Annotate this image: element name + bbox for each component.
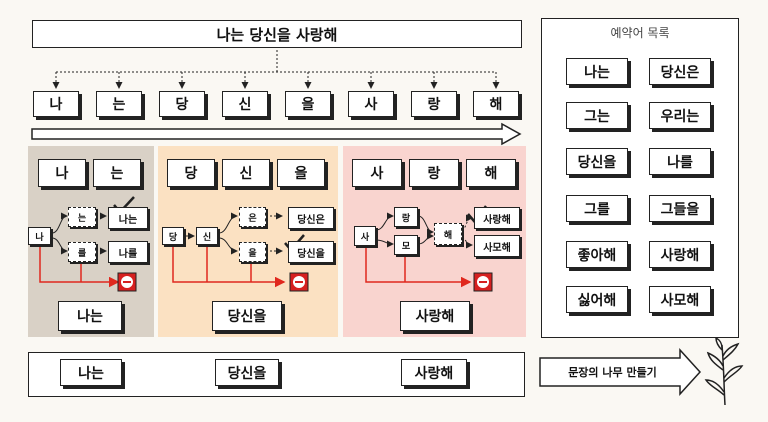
tree-leaf: 나를 <box>108 241 148 263</box>
tree-node: 신 <box>196 227 218 245</box>
tree-node: 랑 <box>394 207 418 227</box>
group-result: 당신을 <box>212 301 282 331</box>
reserved-word: 싫어해 <box>566 286 628 313</box>
stop-icon <box>117 272 137 292</box>
tree-node: 은 <box>239 207 266 227</box>
group-syllable: 신 <box>222 159 270 187</box>
final-word: 사랑해 <box>401 359 467 386</box>
reserved-word: 당신은 <box>649 58 711 85</box>
stop-icon <box>473 272 493 292</box>
reserved-word: 그들을 <box>649 195 711 222</box>
group-syllable: 랑 <box>409 159 459 187</box>
group-syllable: 사 <box>352 159 402 187</box>
reserved-word: 사모해 <box>649 286 711 313</box>
reserved-word: 그는 <box>566 102 628 129</box>
final-word: 나는 <box>60 359 122 386</box>
reserved-word: 당신을 <box>566 148 628 175</box>
tree-node: 를 <box>68 242 96 262</box>
syllable-box: 랑 <box>411 91 457 117</box>
tree-leaf: 사랑해 <box>474 207 520 229</box>
tree-node: 을 <box>239 242 266 262</box>
long-arrow <box>31 122 522 146</box>
syllable-box: 신 <box>222 91 268 117</box>
reserved-word: 우리는 <box>649 102 711 129</box>
tree-node: 해 <box>434 223 462 245</box>
final-word: 당신을 <box>215 359 279 386</box>
title-fanout-lines <box>52 50 500 89</box>
syllable-box: 해 <box>473 91 519 117</box>
stop-icon <box>289 272 309 292</box>
tree-leaf: 당신은 <box>288 207 334 229</box>
tree-node: 당 <box>162 227 184 245</box>
reserved-word: 사랑해 <box>649 241 711 268</box>
tree-leaf: 나는 <box>108 207 148 229</box>
syllable-box: 당 <box>159 91 205 117</box>
tree-node: 모 <box>394 235 418 255</box>
reserved-words-title: 예약어 목록 <box>610 26 670 40</box>
reserved-word: 나는 <box>566 58 628 85</box>
plant-icon <box>704 336 744 406</box>
syllable-box: 을 <box>285 91 331 117</box>
group-syllable: 을 <box>277 159 325 187</box>
group-result: 나는 <box>58 301 122 331</box>
group-syllable: 당 <box>167 159 215 187</box>
syllable-box: 사 <box>348 91 394 117</box>
group-syllable: 해 <box>466 159 516 187</box>
title-box: 나는 당신을 사랑해 <box>32 20 522 48</box>
tree-node: 는 <box>68 207 96 227</box>
tree-leaf: 사모해 <box>474 235 520 257</box>
syllable-box: 는 <box>96 91 142 117</box>
tree-leaf: 당신을 <box>288 241 334 263</box>
tree-node: 나 <box>28 227 51 245</box>
tree-node: 사 <box>354 226 376 246</box>
bottom-arrow-label: 문장의 나무 만들기 <box>568 366 657 379</box>
group-syllable: 나 <box>38 159 86 187</box>
syllable-box: 나 <box>33 91 79 117</box>
reserved-word: 그를 <box>566 195 628 222</box>
reserved-word: 좋아해 <box>566 241 628 268</box>
reserved-word: 나를 <box>649 148 711 175</box>
bottom-arrow <box>539 348 702 396</box>
group-result: 사랑해 <box>400 301 470 331</box>
group-syllable: 는 <box>93 159 141 187</box>
